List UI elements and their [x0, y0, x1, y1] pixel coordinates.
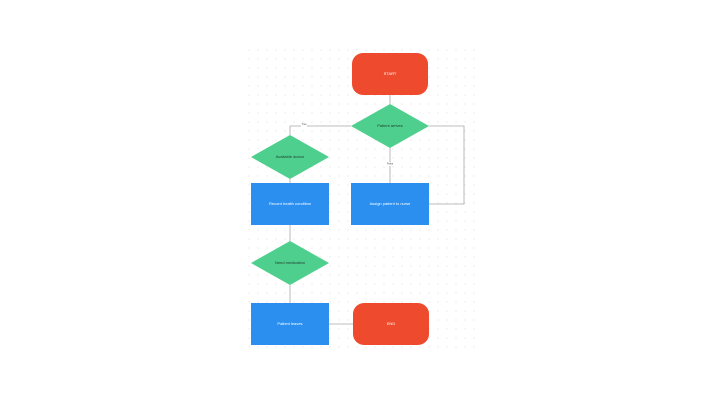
- node-end[interactable]: END: [353, 303, 429, 345]
- process-shape: [351, 183, 429, 225]
- connector-label-background: [387, 162, 393, 166]
- process-shape: [251, 303, 329, 345]
- process-shape: [251, 183, 329, 225]
- node-label: Available doctor: [276, 154, 305, 159]
- decision-shape: [251, 135, 329, 179]
- decision-shape: [251, 241, 329, 285]
- decision-shape: [351, 104, 429, 148]
- node-label: Record health condition: [269, 201, 311, 206]
- node-label: Patient arrives: [377, 123, 403, 128]
- node-label: Patient leaves: [277, 321, 302, 326]
- node-assign-nurse[interactable]: Assign patient to nurse: [351, 183, 429, 225]
- node-start[interactable]: START: [352, 53, 428, 95]
- node-label: Need medication: [275, 260, 305, 265]
- node-label: Assign patient to nurse: [370, 201, 411, 206]
- connector-assign-nurse-to-patient-arrives: [429, 125, 465, 205]
- node-patient-leaves[interactable]: Patient leaves: [251, 303, 329, 345]
- connector-label-true: True: [301, 122, 307, 126]
- node-patient-arrives[interactable]: Patient arrives: [351, 104, 429, 148]
- node-available-doctor[interactable]: Available doctor: [251, 135, 329, 179]
- node-record-health[interactable]: Record health condition: [251, 183, 329, 225]
- connector-label-background: [301, 122, 307, 127]
- node-label: END: [387, 321, 396, 326]
- terminal-shape: [352, 53, 428, 95]
- connector-patient-arrives-to-available-doctor: [289, 125, 351, 135]
- connector-layer: [289, 95, 465, 325]
- node-label: START: [384, 71, 397, 76]
- node-need-medication[interactable]: Need medication: [251, 241, 329, 285]
- connector-label-false: False: [387, 162, 394, 166]
- terminal-shape: [353, 303, 429, 345]
